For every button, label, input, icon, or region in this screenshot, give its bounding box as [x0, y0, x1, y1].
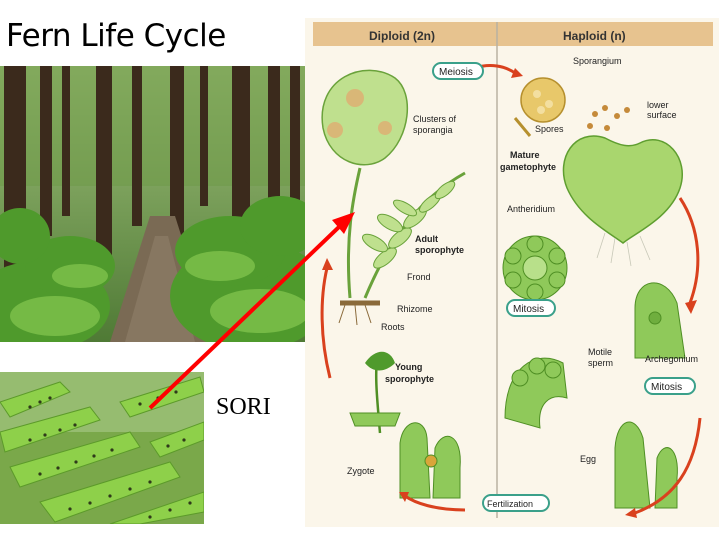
pill-mitosis-right: Mitosis	[645, 378, 695, 394]
svg-text:Fertilization: Fertilization	[487, 499, 533, 509]
sori-label: SORI	[216, 394, 271, 421]
label-antheridium: Antheridium	[507, 204, 555, 214]
label-spores: Spores	[535, 124, 564, 134]
antheridium-drawing	[503, 236, 567, 300]
pill-mitosis-top: Mitosis	[507, 300, 555, 316]
fern-frond-photo	[0, 372, 204, 524]
label-sporangium: Sporangium	[573, 56, 622, 66]
slide-title: Fern Life Cycle	[6, 18, 226, 54]
label-young-1: Young	[395, 362, 422, 372]
label-zygote: Zygote	[347, 466, 375, 476]
label-archegonium: Archegonium	[645, 354, 698, 364]
pill-meiosis: Meiosis	[433, 63, 483, 79]
label-roots: Roots	[381, 322, 405, 332]
header-diploid: Diploid (2n)	[369, 29, 435, 43]
label-mature-1: Mature	[510, 150, 540, 160]
label-clusters-1: Clusters of	[413, 114, 457, 124]
label-mature-2: gametophyte	[500, 162, 556, 172]
label-frond: Frond	[407, 272, 431, 282]
pill-fertilization: Fertilization	[483, 495, 549, 511]
label-lower-2: surface	[647, 110, 677, 120]
label-young-2: sporophyte	[385, 374, 434, 384]
fern-life-cycle-diagram: Diploid (2n) Haploid (n)	[305, 18, 719, 527]
forest-photo	[0, 66, 305, 342]
label-clusters-2: sporangia	[413, 125, 453, 135]
label-motile-1: Motile	[588, 347, 612, 357]
header-haploid: Haploid (n)	[563, 29, 626, 43]
label-adult-1: Adult	[415, 234, 438, 244]
svg-text:Meiosis: Meiosis	[439, 67, 473, 78]
label-motile-2: sperm	[588, 358, 613, 368]
label-adult-2: sporophyte	[415, 245, 464, 255]
label-rhizome: Rhizome	[397, 304, 433, 314]
label-lower-1: lower	[647, 100, 669, 110]
svg-text:Mitosis: Mitosis	[513, 304, 544, 315]
svg-text:Mitosis: Mitosis	[651, 382, 682, 393]
label-egg: Egg	[580, 454, 596, 464]
